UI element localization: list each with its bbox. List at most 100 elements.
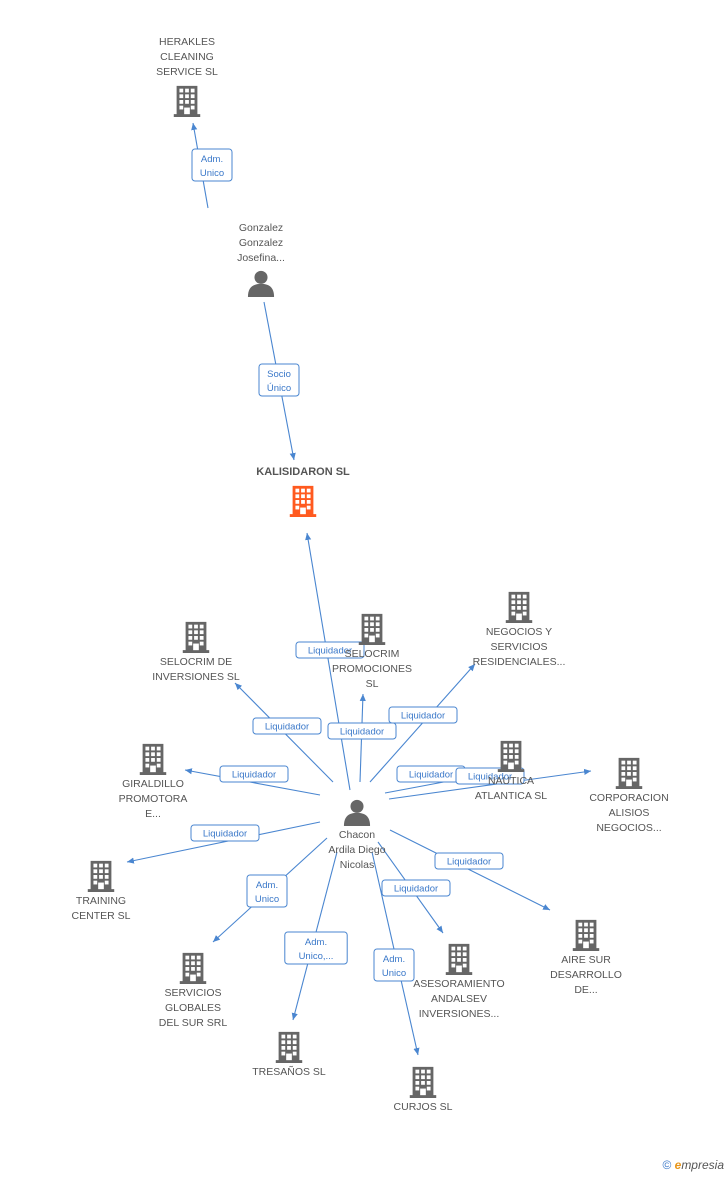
- edge-label-box[interactable]: [246, 874, 288, 908]
- node-label: Gonzalez: [239, 222, 283, 234]
- copyright-symbol: ©: [662, 1158, 672, 1172]
- node-label: TRAINING: [76, 895, 126, 907]
- footer-brand: © empresia: [662, 1158, 724, 1172]
- edge-label-box[interactable]: [219, 765, 289, 783]
- node-label: CLEANING: [160, 51, 214, 63]
- building-icon[interactable]: [615, 757, 643, 789]
- edge-label: Unico,...: [299, 951, 334, 962]
- building-icon[interactable]: [572, 919, 600, 951]
- node-label: NEGOCIOS Y: [486, 626, 552, 638]
- edge-label: Liquidador: [265, 722, 309, 733]
- node-selocrim-inv[interactable]: SELOCRIM DE INVERSIONES SL: [152, 621, 240, 683]
- edge-label-box[interactable]: [381, 879, 451, 897]
- edge-label-box[interactable]: [388, 706, 458, 724]
- building-icon[interactable]: [505, 591, 533, 623]
- edge-label: Liquidador: [203, 829, 247, 840]
- node-label: CENTER SL: [72, 910, 131, 922]
- building-icon[interactable]: [358, 613, 386, 645]
- edge-chacon-to-kalisidaron: Liquidador: [295, 532, 365, 791]
- node-label: GIRALDILLO: [122, 778, 184, 790]
- edge-label-box[interactable]: [284, 931, 348, 965]
- building-icon[interactable]: [275, 1031, 303, 1063]
- edge-label-box[interactable]: [327, 722, 397, 740]
- edge-label-box[interactable]: [190, 824, 260, 842]
- node-label: DE...: [574, 984, 597, 996]
- node-corporacion[interactable]: CORPORACIONALISIOSNEGOCIOS...: [589, 757, 669, 834]
- node-label: SELOCRIM DE: [160, 656, 232, 668]
- edge-label: Liquidador: [394, 884, 438, 895]
- edge-label: Liquidador: [232, 770, 276, 781]
- node-label: Ardila Diego: [328, 844, 385, 856]
- building-icon[interactable]: [445, 943, 473, 975]
- edge-line: [305, 532, 351, 791]
- node-gonzalez[interactable]: GonzalezGonzalezJosefina...: [237, 222, 285, 297]
- building-icon[interactable]: [409, 1066, 437, 1098]
- node-training[interactable]: TRAINING CENTER SL: [72, 860, 131, 922]
- edge-line: [389, 829, 551, 911]
- node-label: NEGOCIOS...: [596, 822, 661, 834]
- building-icon[interactable]: [139, 743, 167, 775]
- node-label: TRESAÑOS SL: [252, 1065, 326, 1078]
- edge-chacon-to-curjos: Adm. Unico: [371, 851, 420, 1056]
- node-tresanos[interactable]: TRESAÑOS SL: [252, 1031, 326, 1078]
- person-icon[interactable]: [343, 799, 371, 826]
- node-label: SERVICIOS: [165, 987, 222, 999]
- building-icon[interactable]: [173, 85, 201, 117]
- building-icon[interactable]: [289, 485, 317, 517]
- edge-label: Socio: [267, 369, 291, 380]
- edge-label-box[interactable]: [373, 948, 415, 982]
- node-label: GLOBALES: [165, 1002, 221, 1014]
- edge-label-box[interactable]: [191, 148, 233, 182]
- edge-chacon-to-selocrim-inv: Liquidador: [234, 682, 334, 783]
- edge-label-box[interactable]: [434, 852, 504, 870]
- node-label: RESIDENCIALES...: [473, 656, 566, 668]
- node-label: Chacon: [339, 829, 375, 841]
- edge-line: [388, 768, 592, 800]
- node-kalisidaron[interactable]: KALISIDARON SL: [256, 466, 350, 517]
- node-negocios[interactable]: NEGOCIOS Y SERVICIOS RESIDENCIALES...: [473, 591, 566, 668]
- edge-label: Único: [267, 383, 291, 394]
- edge-label-box[interactable]: [258, 363, 300, 397]
- node-label: SERVICIOS: [491, 641, 548, 653]
- edge-chacon-to-selocrim-prom: Liquidador: [327, 693, 397, 783]
- edge-chacon-to-corporacion: Liquidador: [388, 767, 592, 800]
- edge-chacon-to-aire: Liquidador: [389, 829, 551, 911]
- edge-label-box[interactable]: [252, 717, 322, 735]
- building-icon[interactable]: [182, 621, 210, 653]
- edge-label: Liquidador: [409, 770, 453, 781]
- edge-label: Unico: [382, 968, 406, 979]
- node-label: ATLANTICA SL: [475, 790, 547, 802]
- node-label: Nicolas: [340, 859, 374, 871]
- node-label: PROMOTORA: [119, 793, 188, 805]
- building-icon[interactable]: [179, 952, 207, 984]
- node-label: AIRE SUR: [561, 954, 611, 966]
- edge-chacon-to-giraldillo: Liquidador: [184, 765, 321, 796]
- brand-logo[interactable]: empresia: [674, 1158, 724, 1172]
- node-asesoramiento[interactable]: ASESORAMIENTOANDALSEVINVERSIONES...: [413, 943, 505, 1020]
- node-label: ASESORAMIENTO: [413, 978, 504, 990]
- building-icon[interactable]: [497, 740, 525, 772]
- node-label: SERVICE SL: [156, 66, 218, 78]
- node-label: PROMOCIONES: [332, 663, 412, 675]
- node-label: SL: [366, 678, 379, 690]
- node-label: INVERSIONES SL: [152, 671, 240, 683]
- node-label: Josefina...: [237, 252, 285, 264]
- edge-label-box[interactable]: [295, 641, 365, 659]
- node-aire[interactable]: AIRE SURDESARROLLODE...: [550, 919, 622, 996]
- node-label: CURJOS SL: [394, 1101, 453, 1113]
- edge-label-box[interactable]: [455, 767, 525, 785]
- edge-label: Adm.: [383, 954, 405, 965]
- edge-chacon-to-servicios: Adm.Unico: [212, 837, 328, 943]
- building-icon[interactable]: [87, 860, 115, 892]
- person-icon[interactable]: [247, 270, 275, 297]
- edge-label: Adm.: [201, 154, 223, 165]
- node-giraldillo[interactable]: GIRALDILLOPROMOTORAE...: [119, 743, 188, 820]
- node-curjos[interactable]: CURJOS SL: [394, 1066, 453, 1113]
- edge-label: Adm.: [256, 880, 278, 891]
